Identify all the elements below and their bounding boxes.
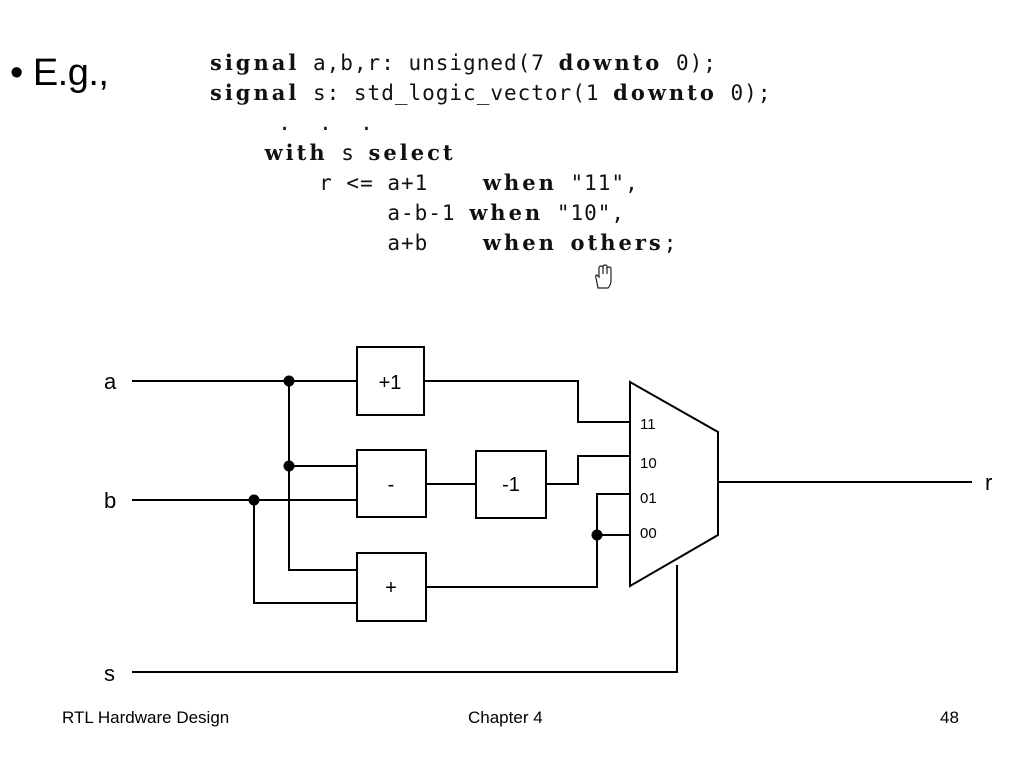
input-label-b: b <box>104 488 116 513</box>
sub-block-label: - <box>388 474 395 496</box>
wire-dec-out <box>546 455 630 485</box>
bullet-text: E.g., <box>32 52 109 94</box>
code-text <box>210 141 265 165</box>
code-keyword: with <box>264 140 328 165</box>
mux-port-label: 01 <box>640 490 657 507</box>
input-label-a: a <box>104 369 117 394</box>
wire-a-to-add <box>288 381 357 571</box>
code-keyword: when <box>469 200 544 225</box>
code-keyword: signal <box>210 80 300 105</box>
code-text: "10", <box>543 201 626 225</box>
code-keyword: others <box>570 230 664 255</box>
mux-shape <box>629 380 719 588</box>
junction-dot <box>283 375 295 387</box>
wire-b-to-add <box>253 500 357 604</box>
code-text: a,b,r: unsigned(7 <box>299 51 559 75</box>
bullet-item: •E.g., <box>10 52 109 95</box>
input-label-s: s <box>104 661 115 686</box>
code-text: . . . <box>210 111 374 135</box>
code-line: . . . <box>210 111 374 135</box>
code-line: a-b-1 when "10", <box>210 200 626 225</box>
hand-cursor-icon <box>592 264 614 295</box>
code-line: with s select <box>210 140 456 165</box>
code-keyword: when <box>482 170 557 195</box>
code-text: 0); <box>716 81 772 105</box>
junction-dot <box>248 494 260 506</box>
footer-title: RTL Hardware Design <box>62 708 230 727</box>
code-text: 0); <box>662 51 717 75</box>
bullet-dot: • <box>10 52 23 94</box>
vhdl-code-block: signal a,b,r: unsigned(7 downto 0); sign… <box>210 48 771 258</box>
dec-block <box>475 450 547 519</box>
wire-s <box>132 565 678 673</box>
dec-block-label: -1 <box>502 474 520 496</box>
code-text: ; <box>663 231 678 255</box>
code-text: a-b-1 <box>210 201 470 225</box>
junction-dot <box>283 460 295 472</box>
junction-dot <box>591 529 603 541</box>
add-block <box>356 552 427 622</box>
code-keyword: signal <box>210 50 300 75</box>
multiplexer-circuit-diagram: a b s r +1 - -1 + 11 10 01 00 <box>104 346 992 686</box>
code-line: r <= a+1 when "11", <box>210 170 639 195</box>
code-keyword: downto <box>558 50 663 75</box>
code-keyword: select <box>368 140 456 165</box>
footer-page-number: 48 <box>940 708 959 727</box>
code-text: "11", <box>556 171 639 195</box>
code-line: a+b when others; <box>210 230 678 255</box>
code-keyword: when <box>482 230 557 255</box>
code-text: s <box>327 141 369 165</box>
code-keyword: downto <box>613 80 717 105</box>
code-text <box>557 231 571 255</box>
mux-port-label: 00 <box>640 525 657 542</box>
wire-add-to-01 <box>426 493 630 588</box>
sub-block <box>356 449 427 518</box>
inc-block <box>356 346 425 416</box>
code-line: signal a,b,r: unsigned(7 downto 0); <box>210 50 717 75</box>
code-line: signal s: std_logic_vector(1 downto 0); <box>210 80 772 105</box>
mux-port-label: 10 <box>640 455 657 472</box>
output-label-r: r <box>985 470 992 495</box>
wire-inc-out <box>424 380 630 423</box>
code-text: a+b <box>210 231 483 255</box>
add-block-label: + <box>385 577 397 599</box>
mux-port-label: 11 <box>640 416 656 433</box>
code-text: r <= a+1 <box>210 171 483 195</box>
code-text: s: std_logic_vector(1 <box>299 81 614 105</box>
inc-block-label: +1 <box>379 372 402 394</box>
footer-chapter: Chapter 4 <box>468 708 543 727</box>
